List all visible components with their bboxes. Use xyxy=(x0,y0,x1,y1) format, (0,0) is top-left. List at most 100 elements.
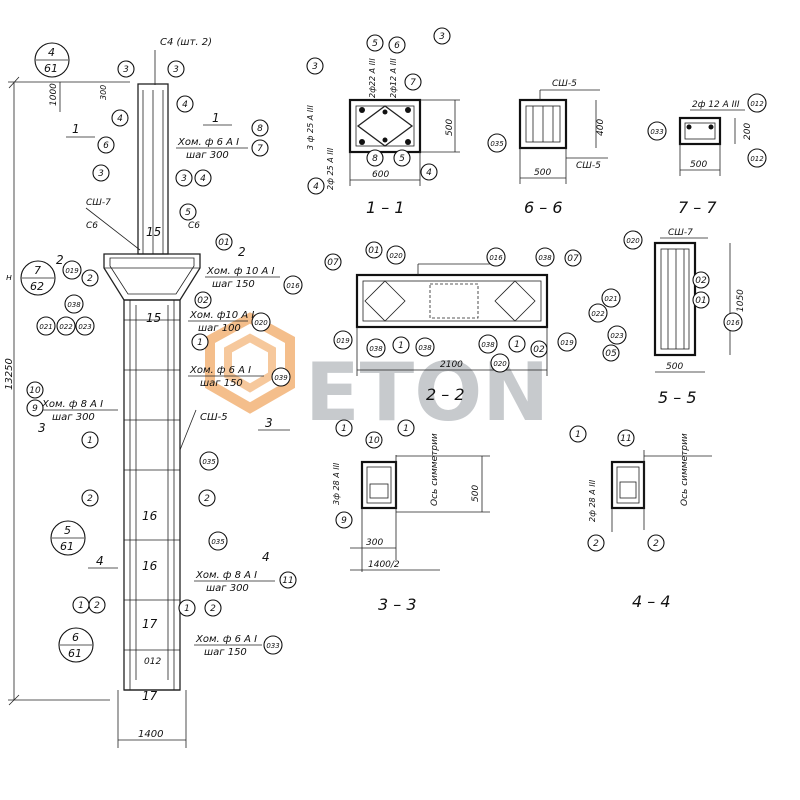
annot-5-step: шаг 300 xyxy=(52,412,95,423)
svg-text:016: 016 xyxy=(726,319,740,327)
svg-text:01: 01 xyxy=(218,238,229,248)
svg-text:3: 3 xyxy=(98,169,104,179)
svg-text:6: 6 xyxy=(72,631,79,644)
s33-dim-height: 500 xyxy=(471,485,481,502)
column-balloon-left-7: 021 xyxy=(36,316,56,336)
svg-text:6: 6 xyxy=(394,41,400,51)
svg-text:1: 1 xyxy=(197,338,203,348)
s22-balloon-6: 019 xyxy=(333,330,353,350)
s33-axis: Ось симметрии xyxy=(430,433,440,506)
svg-text:3: 3 xyxy=(123,65,129,75)
column-balloon-right-0: 3 xyxy=(167,60,185,78)
column-balloon-left-4: 2 xyxy=(81,269,99,287)
annot-5-text: Хом. ф 8 А I xyxy=(41,399,103,410)
svg-text:2: 2 xyxy=(593,539,599,549)
s22-balloon-9: 038 xyxy=(415,337,435,357)
s11-balloon-0: 3 xyxy=(306,57,324,75)
svg-text:016: 016 xyxy=(489,254,503,262)
section-1-1: 600 500 3 ф 25 А III 2ф 25 А III 2ф22 А … xyxy=(306,58,460,217)
svg-text:9: 9 xyxy=(341,516,347,526)
annot-7-step: шаг 150 xyxy=(204,647,247,658)
svg-text:02: 02 xyxy=(695,276,707,286)
s22-balloon-10: 038 xyxy=(478,334,498,354)
dim-300-top: 300 xyxy=(99,85,108,100)
s22-balloon-2: 020 xyxy=(386,245,406,265)
s66-dim-width: 500 xyxy=(534,168,551,178)
svg-text:5: 5 xyxy=(399,154,405,164)
column-balloon-left-9: 023 xyxy=(75,316,95,336)
s11-bar-3: 2ф22 А III xyxy=(368,58,377,98)
column-balloon-right-15: 035 xyxy=(208,531,228,551)
s11-bar-4: 2ф12 А III xyxy=(389,58,398,98)
svg-text:038: 038 xyxy=(481,341,495,349)
s77-balloon-2: 033 xyxy=(647,121,667,141)
s11-dim-width: 600 xyxy=(372,170,389,180)
s22-title: 2 – 2 xyxy=(426,385,465,404)
s11-balloon-1: 5 xyxy=(366,34,384,52)
svg-text:11: 11 xyxy=(282,576,293,586)
column-balloon-right-8: 016 xyxy=(283,275,303,295)
s33-balloon-3: 9 xyxy=(335,511,353,529)
height-total-label: 13250 xyxy=(4,358,15,390)
sheet-refs: 4 61 7 62 5 61 6 61 xyxy=(20,42,94,663)
s22-balloon-12: 02 xyxy=(530,340,548,358)
svg-text:021: 021 xyxy=(39,323,52,331)
svg-text:2: 2 xyxy=(87,274,93,284)
svg-text:7: 7 xyxy=(257,144,263,154)
s11-balloon-6: 5 xyxy=(393,149,411,167)
height-dimension: 13250 н 1000 xyxy=(4,76,130,706)
svg-text:1: 1 xyxy=(403,424,409,434)
column-balloon-left-11: 9 xyxy=(26,399,44,417)
annot-2-step: шаг 150 xyxy=(212,279,255,290)
sheet-ref-4-61: 4 61 xyxy=(34,42,70,78)
s11-balloon-2: 6 xyxy=(388,36,406,54)
height-small-label: 1000 xyxy=(49,83,59,106)
watermark-logo: ETON xyxy=(205,312,549,439)
svg-text:2: 2 xyxy=(210,604,216,614)
s77-title: 7 – 7 xyxy=(678,198,717,217)
s22-dim-width: 2100 xyxy=(440,360,463,370)
s22-balloon-14: 020 xyxy=(490,353,510,373)
svg-text:020: 020 xyxy=(626,237,640,245)
svg-text:2: 2 xyxy=(94,601,100,611)
letter-n: н xyxy=(6,273,12,283)
svg-text:2: 2 xyxy=(204,494,210,504)
cut-3-left: 3 xyxy=(38,421,46,435)
svg-text:02: 02 xyxy=(533,345,545,355)
svg-text:1: 1 xyxy=(87,436,93,446)
column-balloon-right-7: 01 xyxy=(215,233,233,251)
s11-balloon-7: 4 xyxy=(307,177,325,195)
column-balloon-left-8: 022 xyxy=(56,316,76,336)
svg-text:4: 4 xyxy=(182,100,188,110)
svg-text:012: 012 xyxy=(750,155,764,163)
svg-text:1: 1 xyxy=(341,424,347,434)
section-4-4: Ось симметрии 2ф 28 А III 4 – 4 xyxy=(588,433,712,611)
svg-text:023: 023 xyxy=(78,323,91,331)
svg-text:5: 5 xyxy=(185,208,191,218)
s55-balloon-5: 016 xyxy=(723,312,743,332)
svg-text:01: 01 xyxy=(695,296,706,306)
s22-balloon-0: 07 xyxy=(324,253,342,271)
s22-balloon-13: 019 xyxy=(557,332,577,352)
column-balloon-right-4: 3 xyxy=(175,169,193,187)
column-balloon-left-5: 019 xyxy=(62,260,82,280)
column-width-label: 1400 xyxy=(138,729,163,740)
s22-balloon-8: 1 xyxy=(392,336,410,354)
svg-text:5: 5 xyxy=(372,39,378,49)
svg-text:6: 6 xyxy=(103,141,109,151)
s11-title: 1 – 1 xyxy=(366,198,405,217)
svg-text:2: 2 xyxy=(87,494,93,504)
column-balloon-left-3: 3 xyxy=(92,164,110,182)
label-sw7: СШ-7 xyxy=(86,198,111,208)
s22-balloon-7: 038 xyxy=(366,338,386,358)
block-17-a: 17 xyxy=(142,617,158,631)
s66-balloon-0: 035 xyxy=(487,133,507,153)
s44-title: 4 – 4 xyxy=(632,592,671,611)
annot-1-step: шаг 300 xyxy=(186,150,229,161)
svg-text:5: 5 xyxy=(64,524,71,537)
svg-text:02: 02 xyxy=(197,296,209,306)
s22-balloon-5: 07 xyxy=(564,249,582,267)
s66-mark-top: СШ-5 xyxy=(552,79,577,89)
s11-bar-2: 2ф 25 А III xyxy=(326,147,335,190)
annot-6-step: шаг 300 xyxy=(206,583,249,594)
